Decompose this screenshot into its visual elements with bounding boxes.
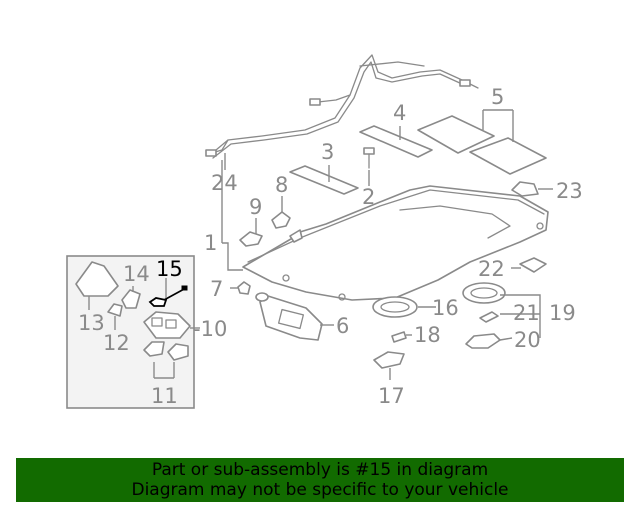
callout-16: 16 — [432, 296, 459, 320]
part-20 — [465, 333, 501, 349]
callout-22: 22 — [478, 257, 505, 281]
part-23 — [511, 181, 539, 197]
part-18 — [391, 331, 407, 343]
callout-15: 15 — [156, 257, 183, 281]
info-banner: Part or sub-assembly is #15 in diagram D… — [16, 458, 624, 502]
lamp-19 — [462, 282, 506, 304]
part-8 — [271, 211, 291, 229]
callout-14: 14 — [123, 262, 150, 286]
callout-23: 23 — [556, 179, 583, 203]
callout-13: 13 — [78, 311, 105, 335]
callout-11: 11 — [151, 384, 178, 408]
callout-24: 24 — [211, 171, 238, 195]
bulb-21 — [479, 311, 499, 323]
banner-line-2: Diagram may not be specific to your vehi… — [131, 480, 509, 500]
banner-line-1: Part or sub-assembly is #15 in diagram — [151, 460, 489, 480]
lamp-16 — [372, 296, 418, 318]
callout-9: 9 — [249, 195, 262, 219]
part-15-highlight — [148, 285, 188, 307]
callout-4: 4 — [393, 101, 406, 125]
pad-5b — [469, 137, 547, 175]
screw-2 — [363, 147, 375, 169]
callout-6: 6 — [336, 314, 349, 338]
callout-20: 20 — [514, 328, 541, 352]
callout-2: 2 — [362, 185, 375, 209]
callout-1: 1 — [204, 231, 217, 255]
callout-8: 8 — [275, 173, 288, 197]
part-9 — [239, 231, 263, 247]
part-17 — [373, 351, 405, 369]
callout-3: 3 — [321, 140, 334, 164]
callout-17: 17 — [378, 384, 405, 408]
wire-harness — [205, 54, 479, 159]
sun-visor — [255, 292, 323, 341]
part-7 — [237, 281, 251, 295]
callout-19: 19 — [549, 301, 576, 325]
callout-5: 5 — [491, 85, 504, 109]
pad-4 — [359, 125, 433, 158]
callout-7: 7 — [210, 277, 223, 301]
callout-12: 12 — [103, 331, 130, 355]
leader-lines — [88, 109, 553, 380]
headliner — [242, 185, 549, 301]
callout-21: 21 — [513, 301, 540, 325]
inset-parts — [75, 261, 191, 361]
part-22 — [519, 257, 547, 273]
pad-5a — [417, 115, 495, 154]
callouts: 24 1 2 3 4 5 6 7 8 9 -10 11 12 13 14 15 … — [78, 85, 583, 408]
callout-18: 18 — [414, 323, 441, 347]
part-9b — [289, 229, 303, 243]
callout-10: -10 — [193, 317, 227, 341]
pad-3 — [289, 165, 359, 195]
